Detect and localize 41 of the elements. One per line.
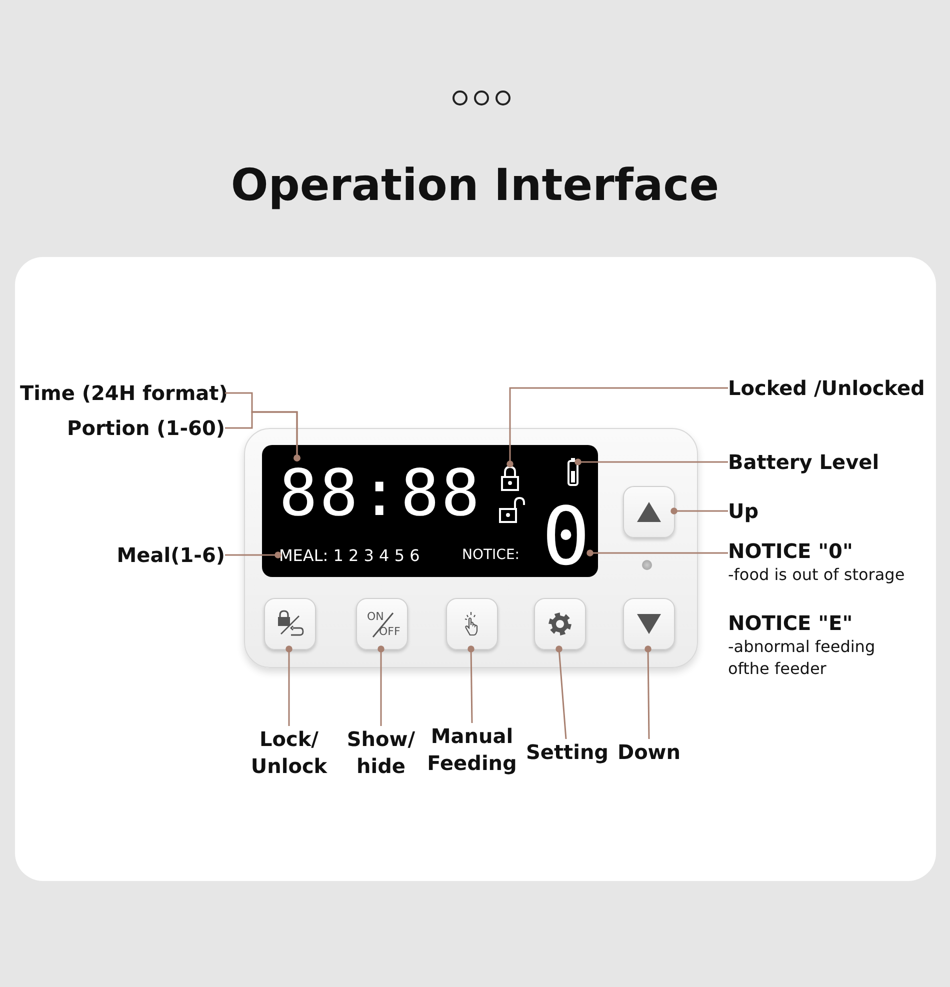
callout-label: NOTICE "E" bbox=[728, 610, 853, 636]
padlock-icon bbox=[498, 465, 526, 525]
leader-line bbox=[574, 458, 728, 466]
callout-label: Down bbox=[613, 739, 685, 766]
callout-label: Portion (1-60) bbox=[20, 415, 225, 441]
callout-label: Up bbox=[728, 498, 788, 524]
on-off-button: ON OFF bbox=[356, 598, 408, 650]
leader-line bbox=[225, 552, 282, 558]
callout-note: -abnormal feeding ofthe feeder bbox=[728, 636, 876, 680]
leader-line bbox=[506, 387, 728, 468]
title: Operation Interface bbox=[230, 159, 720, 213]
callout-label: Meal(1-6) bbox=[20, 542, 225, 568]
control-panel bbox=[244, 428, 698, 668]
callout-label: Lock/ Unlock bbox=[244, 726, 334, 780]
callout-label: Locked /Unlocked bbox=[728, 375, 938, 401]
setting-button bbox=[534, 598, 586, 650]
leader-line bbox=[556, 646, 567, 740]
leader-line bbox=[670, 508, 728, 514]
callout-label: Setting bbox=[526, 739, 606, 766]
callout-label: Manual Feeding bbox=[422, 723, 522, 777]
leader-line bbox=[225, 411, 300, 462]
up-button bbox=[623, 486, 675, 538]
meal-indicator: MEAL: 1 2 3 4 5 6 bbox=[279, 544, 459, 568]
callout-label: Show/ hide bbox=[341, 726, 421, 780]
down-button bbox=[623, 598, 675, 650]
lock-button bbox=[264, 598, 316, 650]
callout-note: -food is out of storage bbox=[728, 564, 905, 586]
notice-digit: 0 bbox=[541, 500, 591, 574]
callout-label: Time (24H format) bbox=[20, 380, 225, 406]
leader-line bbox=[586, 550, 728, 556]
battery-icon bbox=[567, 457, 579, 487]
time-digits: 88:88 bbox=[279, 459, 489, 529]
lcd-display bbox=[262, 445, 598, 577]
leader-line bbox=[468, 646, 474, 724]
leader-line bbox=[378, 646, 384, 726]
manual-feed-button bbox=[446, 598, 498, 650]
callout-label: Battery Level bbox=[728, 449, 928, 475]
leader-line bbox=[644, 646, 652, 739]
leader-line bbox=[286, 646, 292, 726]
callout-label: NOTICE "0" bbox=[728, 538, 853, 564]
display-label: NOTICE: bbox=[462, 546, 520, 565]
